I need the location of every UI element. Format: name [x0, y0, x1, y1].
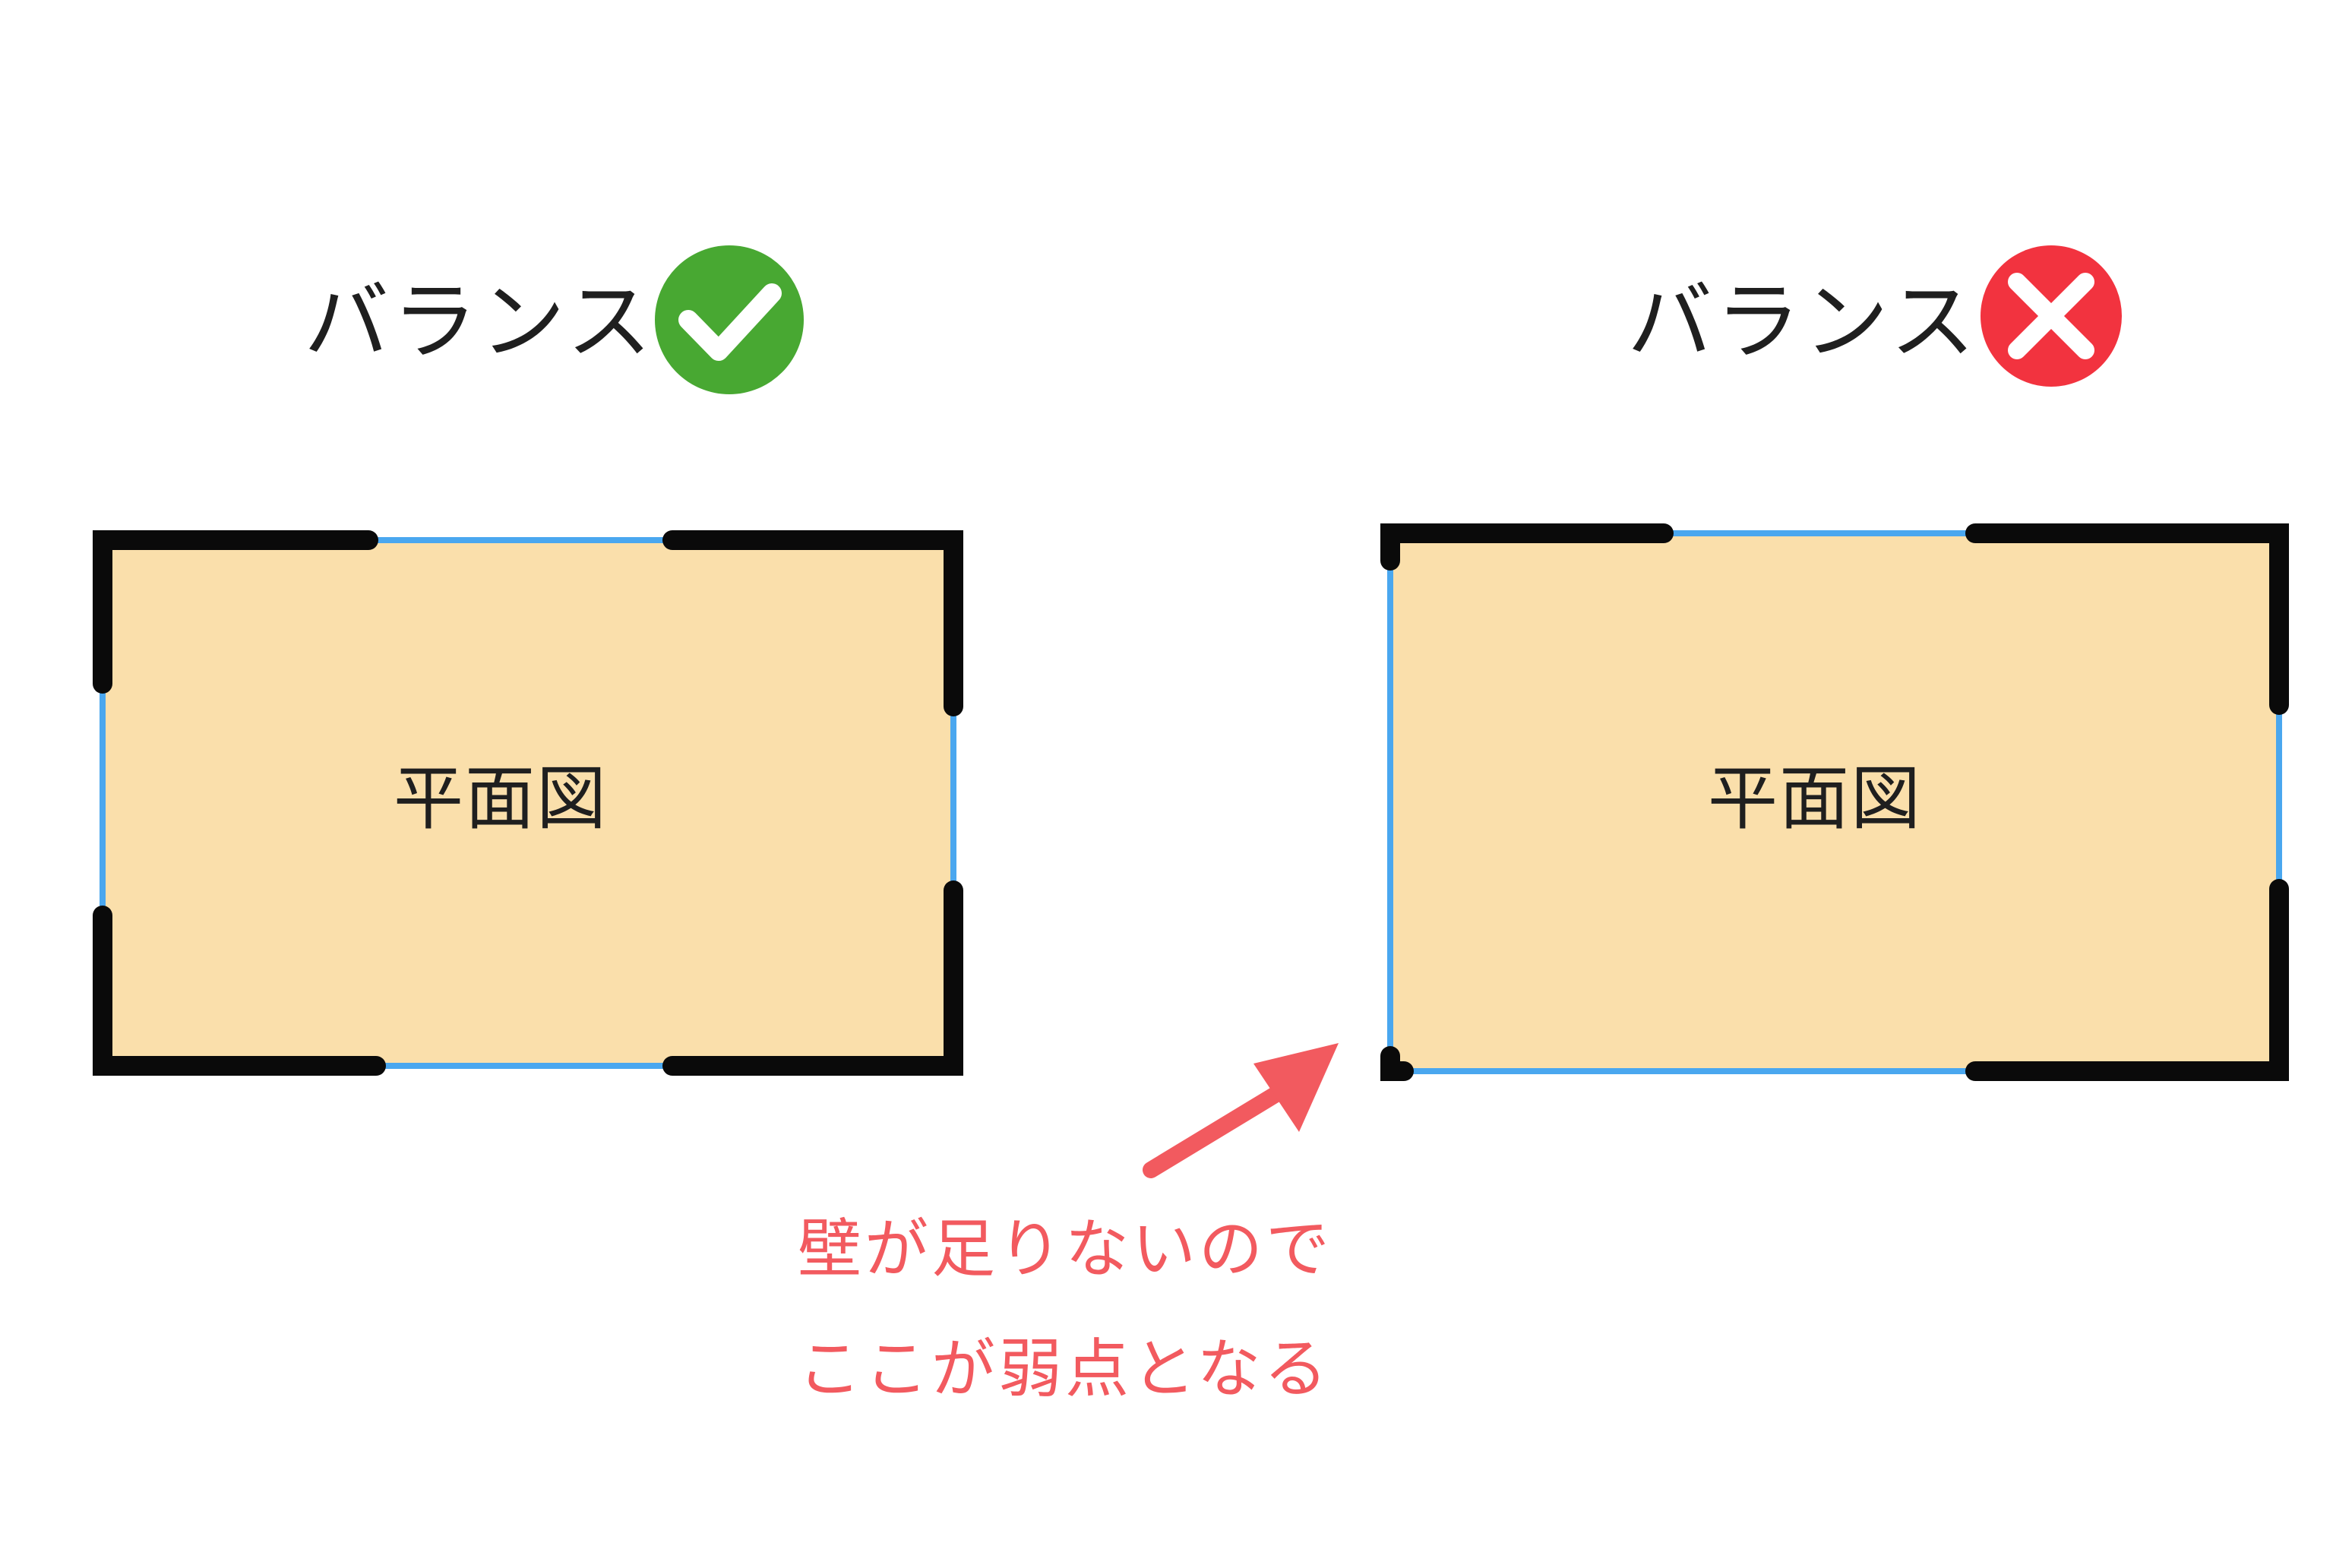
room-outline-good	[100, 537, 956, 1069]
bad-heading: バランス	[1627, 273, 1978, 371]
floor-area-bad	[1390, 533, 2279, 1071]
wall-top-left-bad	[1380, 523, 1674, 571]
floor-area-good	[103, 540, 953, 1066]
wall-top-right	[662, 530, 963, 716]
walls-bad	[1380, 523, 2289, 1081]
annotation-line-2: ここが弱点となる	[798, 1332, 1331, 1407]
cross-circle-icon	[1981, 245, 2122, 387]
annotation-line-1: 壁が足りないので	[798, 1212, 1333, 1286]
unbalanced-floor-plan	[1380, 523, 2289, 1081]
wall-bottom-left	[93, 906, 386, 1076]
wall-top-right-bad	[1965, 523, 2289, 715]
arrow-icon	[1143, 1043, 1339, 1178]
check-circle-icon	[655, 245, 804, 394]
wall-bottom-left-stub	[1380, 1046, 1414, 1081]
weak-point-annotation: 壁が足りないので ここが弱点となる	[798, 1212, 1333, 1407]
wall-top-left	[93, 530, 378, 694]
balanced-floor-plan	[93, 530, 963, 1076]
good-plan-label: 平面図	[394, 758, 609, 839]
wall-bottom-right-bad	[1965, 879, 2289, 1081]
wall-bottom-right	[662, 880, 963, 1076]
room-outline-bad	[1387, 530, 2282, 1074]
bad-plan-label: 平面図	[1708, 758, 1923, 839]
good-heading: バランス	[304, 273, 655, 371]
walls-good	[93, 530, 963, 1076]
